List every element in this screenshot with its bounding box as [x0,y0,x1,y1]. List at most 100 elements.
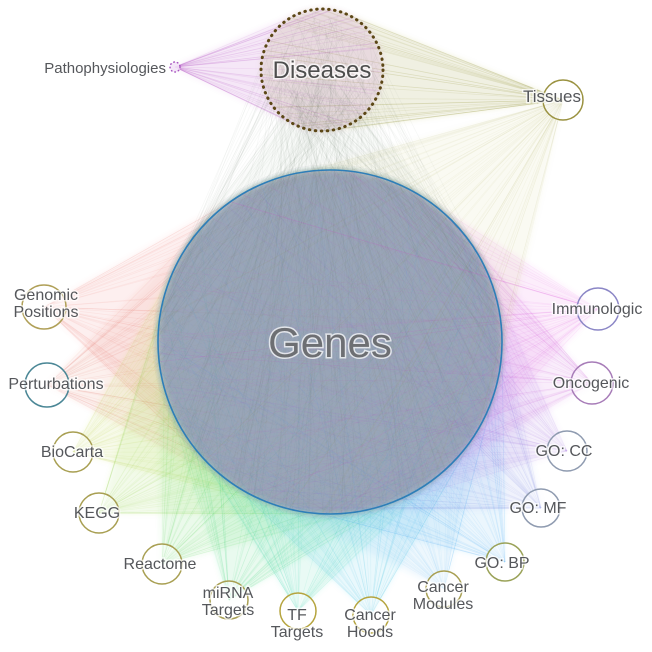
edge-strand [306,50,334,513]
node-oncogenic[interactable] [570,361,614,405]
edge-strand [374,90,499,381]
edge-strand [174,13,346,68]
edge-strand [161,79,270,308]
edge-strand [283,89,346,514]
edge-strand [174,46,379,68]
label-reactome: Reactome [124,556,197,573]
node-biocarta[interactable] [52,431,94,473]
edge-strand [229,84,306,482]
edge-strand [184,67,268,251]
edge-strand [319,47,501,317]
edge-strand [253,21,333,497]
label-immunologic: Immunologic [552,301,643,318]
edge-strand [284,83,451,465]
edge-strand [276,93,325,514]
edge-strand [323,111,465,235]
edge-strand [312,99,344,514]
edge-strand [313,31,440,476]
node-go_cc[interactable] [546,430,588,472]
edge-strand [186,110,326,437]
edge-strand [301,98,462,454]
edge-strand [326,72,493,399]
edge-strand [269,66,497,299]
edge-strand [182,54,327,254]
edge-strand [189,33,344,244]
label-genes: Genes [268,319,392,366]
edge-strand [311,12,428,485]
label-cancer_modules: Cancer [417,579,469,596]
edge-strand [174,9,333,68]
node-mirna_targets[interactable] [209,580,249,620]
edge-strand [241,57,285,490]
edge-strand [349,119,502,360]
node-immunologic[interactable] [576,287,620,331]
edge-strand [233,12,339,485]
node-reactome[interactable] [141,543,183,585]
edge-strand [331,63,488,413]
edge-strand [359,43,402,499]
edge-strand [295,87,334,515]
edge-strand [231,94,350,484]
edge-strand [174,30,369,68]
edge-strand [174,66,380,92]
node-pathophysiologies[interactable] [169,61,181,73]
edge-strand [368,39,503,350]
edge-strand [300,107,476,435]
label-diseases: Diseases [273,57,372,84]
edge-strand [372,71,405,498]
node-tissues[interactable] [542,79,584,121]
label-go_mf: GO: MF [510,500,567,517]
edge-strand [302,60,472,441]
edge-strand [377,80,459,457]
edge-strand [289,97,351,510]
edge-strand [225,74,372,480]
edge-strand [272,73,365,511]
label-cancer_hoods: Hoods [347,624,393,641]
label-mirna_targets: miRNA [203,585,254,602]
edge-strand [317,109,494,397]
label-tf_targets: TF [287,607,307,624]
node-genes[interactable] [157,169,503,515]
edge-strand [309,125,502,354]
node-genomic_positions[interactable] [21,284,67,330]
edge-strand [292,111,358,510]
edge-strand [338,83,502,327]
edge-strand [274,111,322,505]
edge-strand [160,61,381,310]
node-perturbations[interactable] [24,362,70,408]
edge-strand [301,94,478,254]
edge-strand [265,56,374,509]
edge-strand [295,115,419,490]
edge-strand [311,32,497,299]
edge-strand [162,88,352,385]
edge-strand [285,38,355,509]
node-diseases[interactable] [259,7,385,133]
edge-strand [308,19,320,513]
edge-strand [278,80,287,509]
node-tf_targets[interactable] [279,592,317,630]
edge-strand [174,8,325,68]
node-go_mf[interactable] [521,488,561,528]
edge-strand [304,88,503,340]
edge-strand [248,17,332,494]
node-cancer_modules[interactable] [425,570,463,608]
node-kegg[interactable] [78,492,120,534]
edge-strand [361,51,503,340]
edge-strand [161,62,290,309]
edge-strand [165,44,353,393]
edge-strand [174,42,377,68]
node-cancer_hoods[interactable] [352,596,390,634]
edge-strand [257,77,337,499]
edge-strand [325,34,502,332]
node-go_bp[interactable] [485,542,525,582]
edge-strand [72,250,185,453]
edge-strand [236,77,316,487]
edge-strand [358,68,457,460]
edge-strand [327,8,564,101]
edge-strand [313,26,410,495]
edge-strand [297,115,503,349]
label-kegg: KEGG [74,505,120,522]
edge-strand [158,117,333,358]
edge-strand [289,25,421,489]
edge-strand [275,84,502,322]
